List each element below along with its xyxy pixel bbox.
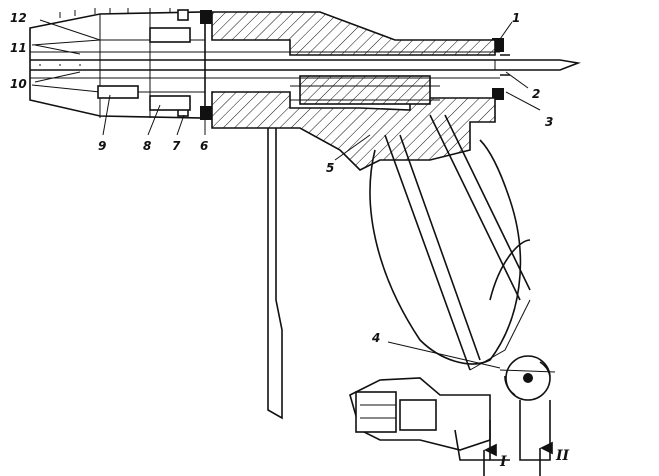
label-12: 12 [10, 11, 27, 25]
electrode-rod [30, 51, 582, 79]
label-8: 8 [143, 139, 151, 153]
label-5: 5 [326, 161, 334, 175]
label-9: 9 [98, 139, 106, 153]
label-11: 11 [10, 41, 27, 55]
inlet-arrows [483, 441, 553, 476]
label-inlet-1: I [499, 454, 507, 470]
label-1: 1 [512, 11, 520, 25]
inner-tube [97, 27, 440, 111]
leader-lines [34, 19, 556, 373]
label-2: 2 [532, 87, 540, 101]
label-3: 3 [545, 115, 553, 129]
label-6: 6 [200, 139, 208, 153]
valve-assembly [349, 355, 551, 461]
label-10: 10 [10, 77, 27, 91]
gun-body [211, 11, 496, 171]
trigger [267, 128, 283, 420]
label-7: 7 [172, 139, 181, 153]
handle [369, 114, 531, 371]
seal-rings [200, 10, 504, 120]
label-4: 4 [371, 331, 380, 345]
label-inlet-2: II [555, 448, 570, 464]
